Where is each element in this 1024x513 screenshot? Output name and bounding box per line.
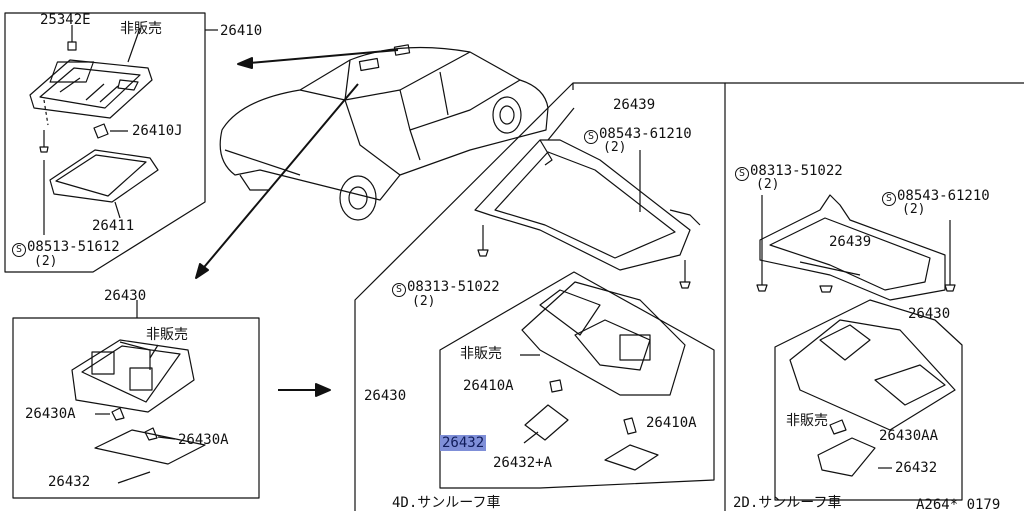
label-qty-5: (2) bbox=[902, 202, 926, 217]
panel-4d bbox=[354, 82, 1024, 511]
label-26410A-2: 26410A bbox=[646, 415, 697, 431]
label-26411: 26411 bbox=[92, 218, 135, 234]
label-26439-right: 26439 bbox=[829, 234, 872, 250]
label-26430AA: 26430AA bbox=[879, 428, 939, 444]
screw-symbol: S bbox=[12, 243, 26, 257]
panel-2d bbox=[756, 194, 963, 501]
label-26432-A: 26432+A bbox=[493, 455, 553, 471]
screw-symbol: S bbox=[735, 167, 749, 181]
diagram-reference-code: A264* 0179 bbox=[916, 497, 1001, 513]
part-number: 08313-51022 bbox=[407, 279, 500, 295]
label-26439-mid: 26439 bbox=[613, 97, 656, 113]
label-25342E: 25342E bbox=[40, 12, 91, 28]
label-qty-1: (2) bbox=[34, 254, 58, 269]
label-26410: 26410 bbox=[220, 23, 263, 39]
label-26430-top: 26430 bbox=[104, 288, 147, 304]
label-26410J: 26410J bbox=[132, 123, 183, 139]
part-number: 08313-51022 bbox=[750, 163, 843, 179]
label-26430A-left: 26430A bbox=[25, 406, 76, 422]
pointer-arrows bbox=[195, 49, 399, 397]
label-qty-2: (2) bbox=[603, 140, 627, 155]
label-26430-mid: 26430 bbox=[364, 388, 407, 404]
box-26430-left bbox=[12, 300, 260, 499]
caption-4d-sunroof: 4D.サンルーフ車 bbox=[392, 495, 501, 511]
car-outline bbox=[219, 44, 549, 221]
screw-symbol: S bbox=[882, 192, 896, 206]
label-26410A-1: 26410A bbox=[463, 378, 514, 394]
label-not-for-sale-2: 非販売 bbox=[146, 327, 188, 343]
screw-symbol: S bbox=[392, 283, 406, 297]
box-26410 bbox=[4, 12, 218, 273]
label-qty-3: (2) bbox=[412, 294, 436, 309]
label-26430-right: 26430 bbox=[908, 306, 951, 322]
screw-symbol: S bbox=[584, 130, 598, 144]
label-qty-4: (2) bbox=[756, 177, 780, 192]
label-not-for-sale-4: 非販売 bbox=[786, 413, 828, 429]
label-not-for-sale-1: 非販売 bbox=[120, 21, 162, 37]
part-number: 08543-61210 bbox=[897, 188, 990, 204]
label-not-for-sale-3: 非販売 bbox=[460, 346, 502, 362]
label-26432-left: 26432 bbox=[48, 474, 91, 490]
label-26432-right: 26432 bbox=[895, 460, 938, 476]
label-26432-mid-highlighted[interactable]: 26432 bbox=[440, 435, 487, 451]
label-26430A-right: 26430A bbox=[178, 432, 229, 448]
caption-2d-sunroof: 2D.サンルーフ車 bbox=[733, 495, 842, 511]
part-number: 08513-51612 bbox=[27, 239, 120, 255]
part-number: 08543-61210 bbox=[599, 126, 692, 142]
